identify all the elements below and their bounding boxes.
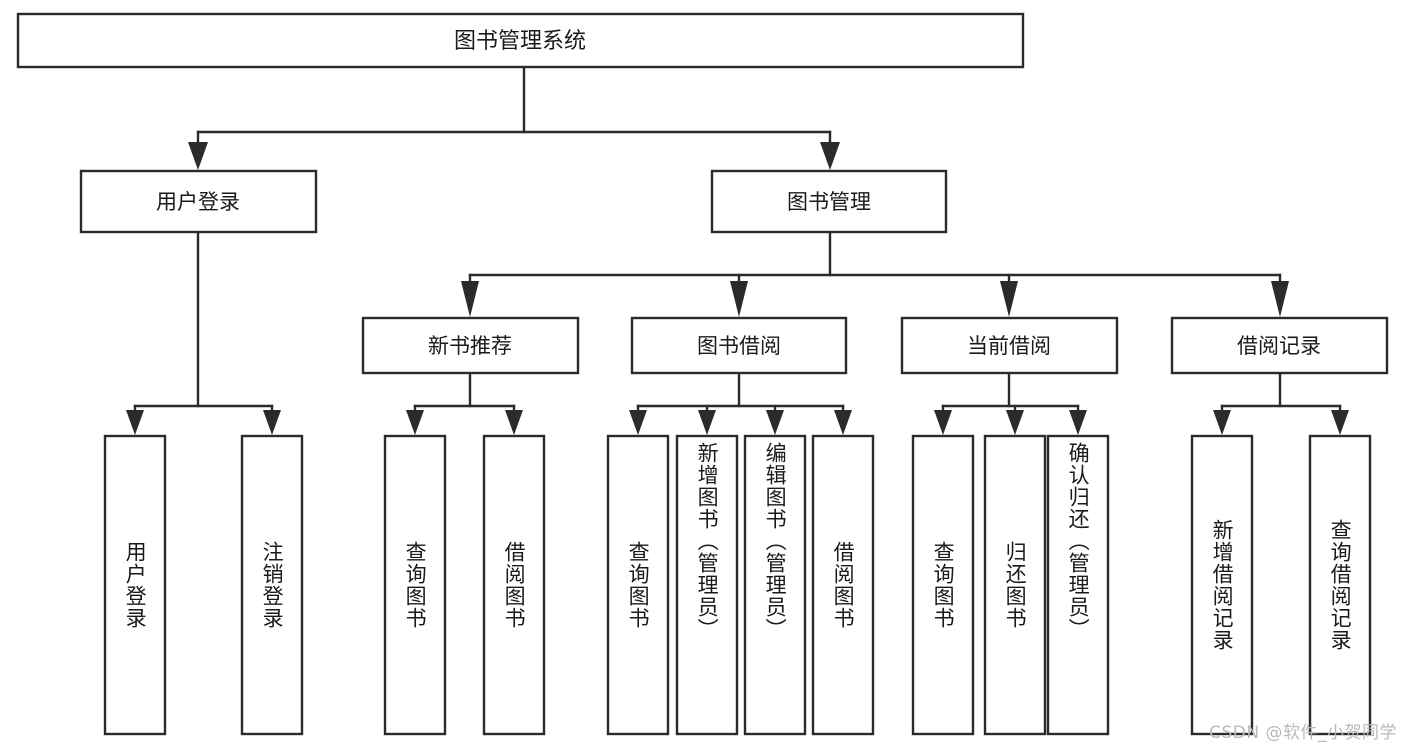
node-root-box[interactable] — [16, 12, 1025, 69]
connector-lines — [126, 65, 1349, 435]
node-current-borrow-box[interactable] — [900, 316, 1119, 375]
leaf-box-return-book[interactable] — [983, 434, 1047, 736]
leaf-box-add-borrow-record[interactable] — [1190, 434, 1254, 736]
node-book-management-label: 图书管理 — [787, 190, 871, 214]
node-root-label: 图书管理系统 — [454, 29, 586, 54]
arrowhead-book-management — [820, 142, 840, 170]
arrowhead-leaf-edit-book — [766, 410, 784, 435]
node-borrow-record[interactable]: 借阅记录 — [1170, 316, 1389, 375]
node-new-book-recommend[interactable]: 新书推荐 — [361, 316, 580, 375]
arrowhead-leaf-confirm-return — [1069, 410, 1087, 435]
arrowhead-current-borrow — [1000, 281, 1018, 317]
node-user-login-label: 用户登录 — [156, 190, 240, 214]
arrowhead-leaf-add-borrow-record — [1213, 410, 1231, 435]
arrowhead-leaf-borrow-book-2 — [834, 410, 852, 435]
leaf-box-add-book[interactable] — [675, 434, 739, 736]
arrowhead-book-borrow — [730, 281, 748, 317]
leaf-box-query-book-3[interactable] — [911, 434, 975, 736]
node-book-borrow-box[interactable] — [630, 316, 848, 375]
arrowhead-leaf-user-login — [126, 410, 144, 435]
leaf-box-logout[interactable] — [240, 434, 304, 736]
node-current-borrow-label: 当前借阅 — [967, 334, 1051, 358]
node-current-borrow[interactable]: 当前借阅 — [900, 316, 1119, 375]
node-user-login-box[interactable] — [79, 169, 318, 234]
arrowhead-borrow-record — [1271, 281, 1289, 317]
leaf-box-borrow-book-1[interactable] — [482, 434, 546, 736]
node-book-borrow-label: 图书借阅 — [697, 334, 781, 358]
arrowhead-leaf-return-book — [1006, 410, 1024, 435]
node-book-borrow[interactable]: 图书借阅 — [630, 316, 848, 375]
node-user-login[interactable]: 用户登录 — [79, 169, 318, 234]
leaf-node-boxes — [103, 434, 1372, 736]
node-root[interactable]: 图书管理系统 — [16, 12, 1025, 69]
leaf-box-query-book-1[interactable] — [383, 434, 447, 736]
arrowhead-new-book-recommend — [461, 281, 479, 317]
leaf-box-edit-book[interactable] — [743, 434, 807, 736]
node-borrow-record-box[interactable] — [1170, 316, 1389, 375]
node-new-book-recommend-box[interactable] — [361, 316, 580, 375]
arrowhead-leaf-logout — [263, 410, 281, 435]
arrowhead-user-login — [188, 142, 208, 170]
arrowhead-leaf-query-borrow-record — [1331, 410, 1349, 435]
node-new-book-recommend-label: 新书推荐 — [428, 334, 512, 358]
arrowhead-leaf-query-book-1 — [406, 410, 424, 435]
arrowhead-leaf-query-book-2 — [629, 410, 647, 435]
node-borrow-record-label: 借阅记录 — [1237, 334, 1321, 358]
node-book-management-box[interactable] — [710, 169, 948, 234]
leaf-box-query-book-2[interactable] — [606, 434, 670, 736]
leaf-box-borrow-book-2[interactable] — [811, 434, 875, 736]
leaf-box-query-borrow-record[interactable] — [1308, 434, 1372, 736]
arrowhead-leaf-add-book — [698, 410, 716, 435]
leaf-box-confirm-return[interactable] — [1046, 434, 1110, 736]
arrowhead-leaf-borrow-book-1 — [505, 410, 523, 435]
csdn-watermark: CSDN @软件_小贺同学 — [1209, 723, 1397, 743]
arrowhead-leaf-query-book-3 — [934, 410, 952, 435]
leaf-box-user-login[interactable] — [103, 434, 167, 736]
node-book-management[interactable]: 图书管理 — [710, 169, 948, 234]
